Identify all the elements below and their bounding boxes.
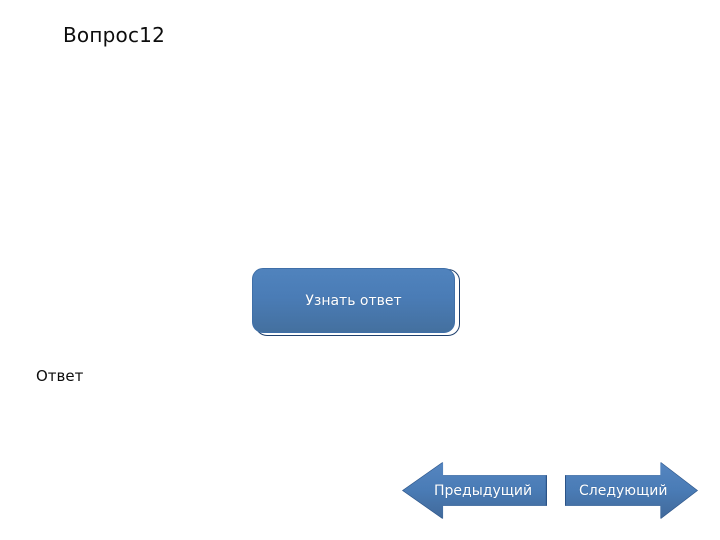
reveal-answer-button-label: Узнать ответ [305,292,402,309]
reveal-answer-button[interactable]: Узнать ответ [252,268,455,333]
reveal-answer-group: Узнать ответ [250,265,462,339]
next-button[interactable]: Следующий [565,462,698,519]
page-title: Вопрос12 [63,23,166,47]
next-button-label: Следующий [579,482,668,499]
previous-button[interactable]: Предыдущий [402,462,547,519]
answer-label: Ответ [36,367,84,385]
previous-button-label: Предыдущий [434,482,533,499]
